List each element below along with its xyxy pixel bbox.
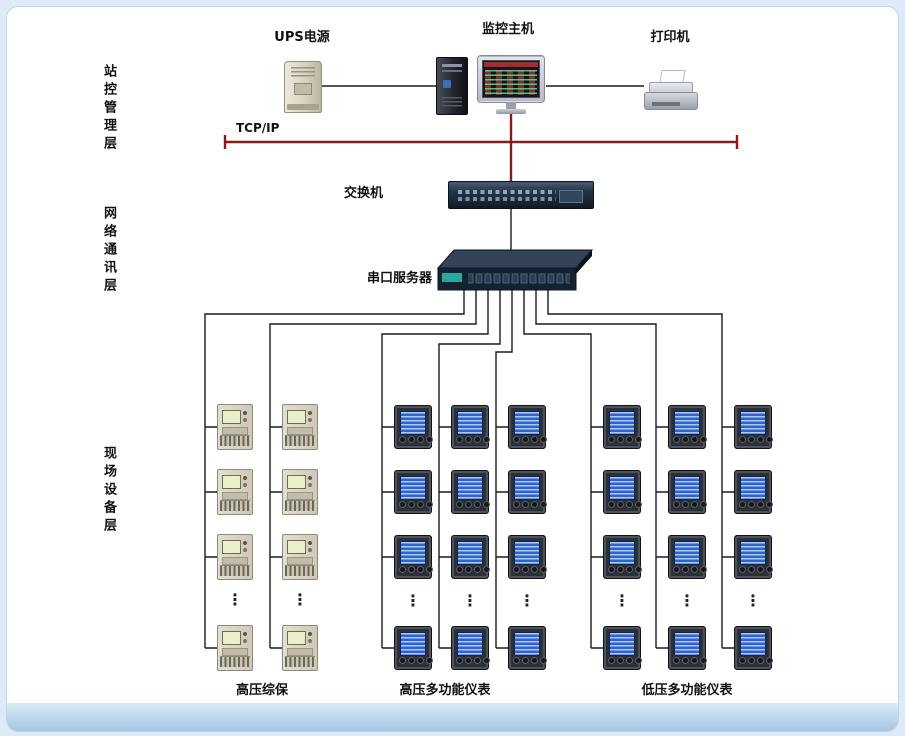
ellipsis: ⋮	[462, 591, 478, 610]
multifunction-meter-device	[734, 405, 772, 449]
protection-relay-device	[217, 534, 253, 580]
multifunction-meter-device	[734, 626, 772, 670]
layer-label-station-control: 站控管理层	[101, 64, 116, 154]
multifunction-meter-device	[668, 626, 706, 670]
multifunction-meter-device	[394, 626, 432, 670]
multifunction-meter-device	[668, 470, 706, 514]
computer-monitor	[477, 55, 545, 103]
ups-label: UPS电源	[274, 30, 330, 45]
protection-relay-device	[282, 404, 318, 450]
group-label-lv-meter: 低压多功能仪表	[641, 683, 733, 698]
multifunction-meter-device	[603, 535, 641, 579]
monitor-stand	[506, 102, 516, 110]
switch-label: 交换机	[344, 186, 384, 201]
protection-relay-device	[217, 469, 253, 515]
protection-relay-device	[282, 534, 318, 580]
monitor-base	[496, 109, 526, 114]
serial-server-device	[436, 249, 594, 291]
multifunction-meter-device	[734, 535, 772, 579]
ellipsis: ⋮	[405, 591, 421, 610]
multifunction-meter-device	[508, 626, 546, 670]
multifunction-meter-device	[508, 470, 546, 514]
multifunction-meter-device	[603, 405, 641, 449]
multifunction-meter-device	[394, 535, 432, 579]
group-label-hv-protection: 高压综保	[235, 683, 288, 698]
layer-label-network-comm: 网络通讯层	[101, 206, 116, 296]
printer-device	[644, 70, 698, 110]
ellipsis: ⋮	[227, 590, 243, 609]
multifunction-meter-device	[451, 535, 489, 579]
protection-relay-device	[282, 625, 318, 671]
multifunction-meter-device	[603, 626, 641, 670]
multifunction-meter-device	[394, 405, 432, 449]
multifunction-meter-device	[603, 470, 641, 514]
multifunction-meter-device	[508, 405, 546, 449]
ethernet-switch-device	[448, 181, 594, 209]
footer-band	[7, 703, 898, 731]
ellipsis: ⋮	[519, 591, 535, 610]
ellipsis: ⋮	[292, 590, 308, 609]
protection-relay-device	[217, 404, 253, 450]
multifunction-meter-device	[451, 626, 489, 670]
ellipsis: ⋮	[614, 591, 630, 610]
ellipsis: ⋮	[679, 591, 695, 610]
multifunction-meter-device	[668, 535, 706, 579]
monitor-screen	[482, 60, 540, 98]
layer-label-field-devices: 现场设备层	[101, 446, 116, 536]
printer-label: 打印机	[650, 30, 690, 45]
ellipsis: ⋮	[745, 591, 761, 610]
serial-server-label: 串口服务器	[366, 271, 432, 286]
multifunction-meter-device	[734, 470, 772, 514]
group-label-hv-meter: 高压多功能仪表	[399, 683, 491, 698]
multifunction-meter-device	[668, 405, 706, 449]
multifunction-meter-device	[394, 470, 432, 514]
protection-relay-device	[282, 469, 318, 515]
host-label: 监控主机	[481, 22, 534, 37]
multifunction-meter-device	[451, 405, 489, 449]
tcpip-label: TCP/IP	[236, 121, 280, 135]
computer-tower	[436, 57, 468, 115]
multifunction-meter-device	[451, 470, 489, 514]
ups-device	[284, 61, 322, 113]
protection-relay-device	[217, 625, 253, 671]
multifunction-meter-device	[508, 535, 546, 579]
